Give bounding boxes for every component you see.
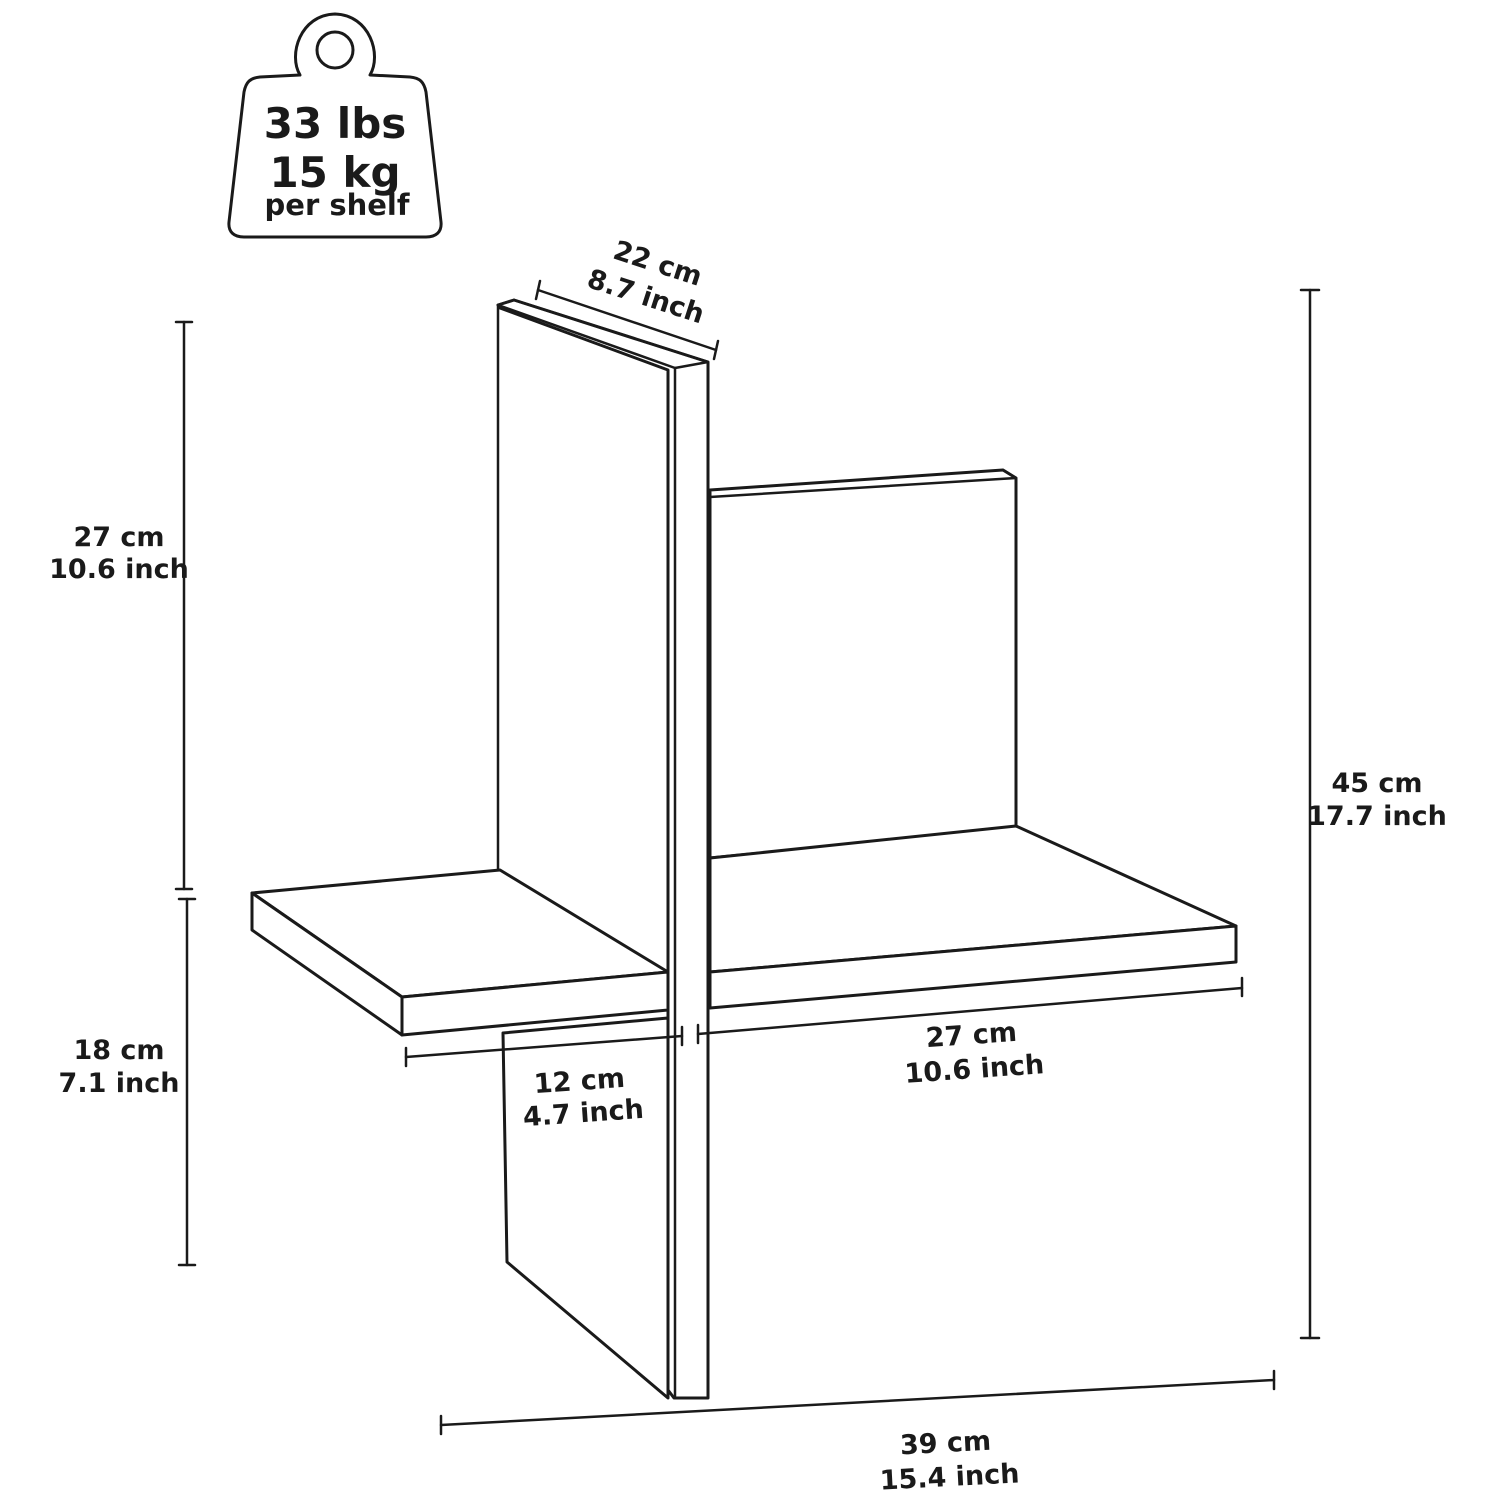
weight-icon (227, 12, 443, 239)
total-height-metric: 45 cm (1331, 768, 1422, 799)
left-shelf-width-metric: 12 cm (533, 1063, 626, 1100)
total-width-dimension-line (439, 1369, 1276, 1436)
weight-lbs: 33 lbs (264, 99, 407, 148)
lower-height-imperial: 7.1 inch (59, 1068, 180, 1099)
left-shelf (250, 868, 670, 1037)
right-shelf (708, 824, 1238, 1010)
total-width-metric: 39 cm (899, 1426, 992, 1462)
lower-height-metric: 18 cm (73, 1035, 164, 1066)
lower-panel (501, 1016, 670, 1400)
total-height-dimension-line (1299, 288, 1321, 1340)
left-height-dimension-line (174, 320, 197, 1267)
upper-height-metric: 27 cm (73, 522, 164, 553)
vertical-divider (496, 298, 710, 1400)
total-width-imperial: 15.4 inch (879, 1458, 1020, 1496)
total-height-imperial: 17.7 inch (1307, 801, 1447, 832)
weight-kg: 15 kg (269, 148, 400, 197)
depth-dimension-line (534, 279, 720, 361)
right-shelf-width-imperial: 10.6 inch (904, 1049, 1046, 1090)
right-shelf-width-metric: 27 cm (925, 1017, 1018, 1054)
shelf-width-dimension-lines (404, 976, 1244, 1068)
back-upper-panel (708, 468, 1018, 860)
upper-height-imperial: 10.6 inch (49, 554, 189, 585)
weight-per-shelf: per shelf (265, 188, 410, 222)
